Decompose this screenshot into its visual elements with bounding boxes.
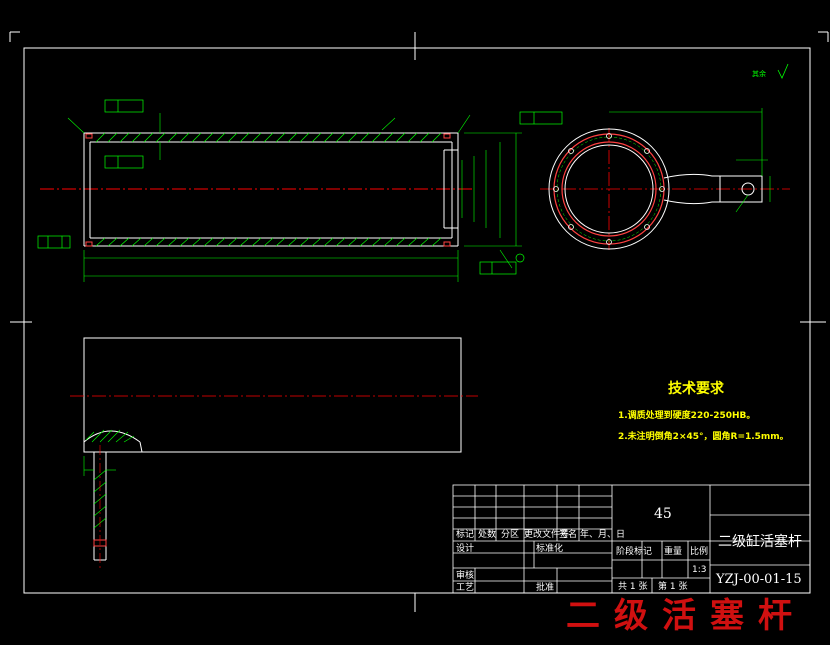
tech-requirements-title: 技术要求 xyxy=(668,380,725,397)
tech-requirement-1: 1.调质处理到硬度220-250HB。 xyxy=(618,409,755,421)
tb-role-review: 审核 xyxy=(456,569,474,581)
tb-stage-header: 阶段标记 xyxy=(616,545,652,557)
tb-part-name: 二级缸活塞杆 xyxy=(718,533,802,550)
seal-grooves xyxy=(85,133,451,247)
tb-sheet-total: 共 1 张 xyxy=(618,581,647,592)
tb-role-approve: 批准 xyxy=(536,581,554,593)
main-view xyxy=(37,99,563,282)
hatch-top xyxy=(95,132,442,143)
tb-header-docno: 更改文件号 xyxy=(524,528,569,540)
tb-scale-value: 1:3 xyxy=(692,565,706,575)
tb-scale-header: 比例 xyxy=(690,545,708,557)
drawing-frame xyxy=(9,31,829,612)
roughness-note: 其余 xyxy=(752,63,789,79)
roughness-note-text: 其余 xyxy=(752,69,766,78)
tb-header-mark: 标记 xyxy=(456,528,474,540)
tb-role-process: 工艺 xyxy=(456,582,474,593)
tb-header-count: 处数 xyxy=(478,528,496,540)
tb-header-zone: 分区 xyxy=(501,529,519,540)
tech-requirement-2: 2.未注明倒角2×45°，圆角R=1.5mm。 xyxy=(618,430,789,442)
end-view xyxy=(540,108,790,250)
title-block xyxy=(452,484,811,594)
tb-role-design: 设计 xyxy=(456,542,474,554)
tolerance-frames xyxy=(37,99,563,275)
bottom-view xyxy=(70,337,478,570)
tb-sheet-number: 第 1 张 xyxy=(658,580,687,592)
tb-drawing-code: YZJ-00-01-15 xyxy=(715,572,802,587)
tech-requirements: 技术要求 1.调质处理到硬度220-250HB。 2.未注明倒角2×45°，圆角… xyxy=(618,380,789,442)
watermark-text: 二级活塞杆 xyxy=(566,596,806,636)
main-dimensions xyxy=(67,113,522,282)
title-block-text: 标记 处数 分区 更改文件号 签名 年、月、日 设计 标准化 审核 工艺 批准 … xyxy=(456,506,802,593)
tb-weight-header: 重量 xyxy=(664,545,682,557)
tb-material: 45 xyxy=(654,506,672,522)
tb-header-date: 年、月、日 xyxy=(580,528,625,540)
tb-role-standardize: 标准化 xyxy=(536,542,563,554)
hatch-bottom xyxy=(95,237,442,247)
tb-header-sign: 签名 xyxy=(559,528,577,540)
